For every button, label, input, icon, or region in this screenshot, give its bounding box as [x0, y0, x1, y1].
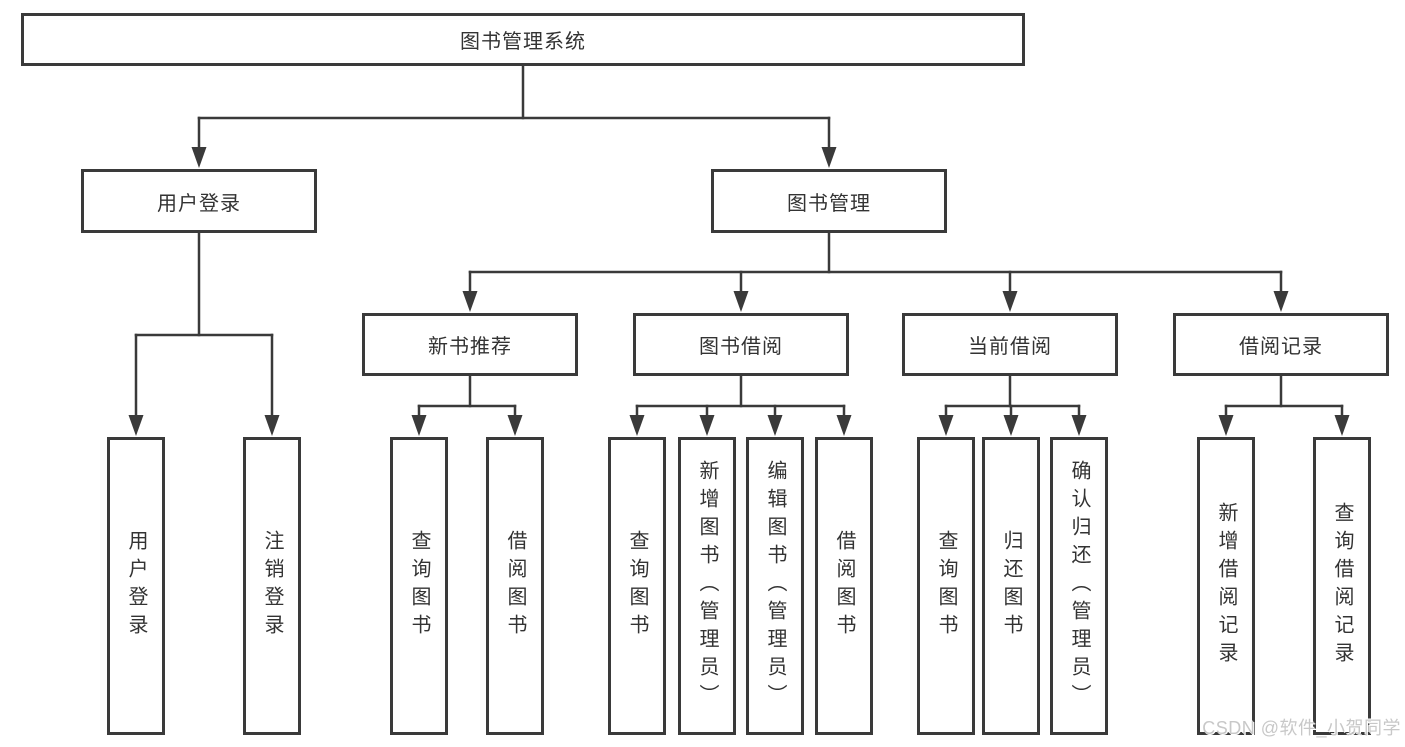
leaf-borrow-books-recommend-label: 借阅图书 [504, 530, 526, 642]
leaf-query-books-recommend: 查询图书 [390, 437, 448, 735]
node-book-management: 图书管理 [711, 169, 947, 233]
leaf-confirm-return-admin-label: 确认归还（管理员） [1068, 460, 1090, 712]
node-user-login-label: 用户登录 [157, 192, 241, 215]
leaf-logout: 注销登录 [243, 437, 301, 735]
leaf-return-books-label: 归还图书 [1000, 530, 1022, 642]
leaf-add-borrow-record-label: 新增借阅记录 [1215, 502, 1237, 670]
node-user-login: 用户登录 [81, 169, 317, 233]
node-current-borrowing-label: 当前借阅 [968, 336, 1052, 358]
node-borrowing-records: 借阅记录 [1173, 313, 1389, 376]
leaf-borrow-books-borrowing-label: 借阅图书 [833, 530, 855, 642]
leaf-query-borrow-record-label: 查询借阅记录 [1331, 502, 1353, 670]
leaf-return-books: 归还图书 [982, 437, 1040, 735]
leaf-user-login-label: 用户登录 [125, 530, 147, 642]
leaf-query-books-recommend-label: 查询图书 [408, 530, 430, 642]
node-library-management-system-label: 图书管理系统 [460, 31, 586, 53]
leaf-user-login: 用户登录 [107, 437, 165, 735]
leaf-query-books-borrowing: 查询图书 [608, 437, 666, 735]
leaf-borrow-books-borrowing: 借阅图书 [815, 437, 873, 735]
leaf-query-books-borrowing-label: 查询图书 [626, 530, 648, 642]
leaf-add-books-admin-label: 新增图书（管理员） [696, 460, 718, 712]
node-book-management-label: 图书管理 [787, 192, 871, 215]
node-borrowing-records-label: 借阅记录 [1239, 336, 1323, 358]
csdn-watermark: CSDN @软件_小贺同学 [1202, 718, 1401, 738]
leaf-logout-label: 注销登录 [261, 530, 283, 642]
node-current-borrowing: 当前借阅 [902, 313, 1118, 376]
leaf-add-borrow-record: 新增借阅记录 [1197, 437, 1255, 735]
node-new-book-recommendation-label: 新书推荐 [428, 336, 512, 358]
leaf-query-books-current-label: 查询图书 [935, 530, 957, 642]
node-library-management-system: 图书管理系统 [21, 13, 1025, 66]
node-new-book-recommendation: 新书推荐 [362, 313, 578, 376]
leaf-edit-books-admin: 编辑图书（管理员） [746, 437, 804, 735]
leaf-query-borrow-record: 查询借阅记录 [1313, 437, 1371, 735]
leaf-edit-books-admin-label: 编辑图书（管理员） [764, 460, 786, 712]
node-book-borrowing-label: 图书借阅 [699, 336, 783, 358]
leaf-add-books-admin: 新增图书（管理员） [678, 437, 736, 735]
leaf-borrow-books-recommend: 借阅图书 [486, 437, 544, 735]
node-book-borrowing: 图书借阅 [633, 313, 849, 376]
leaf-query-books-current: 查询图书 [917, 437, 975, 735]
leaf-confirm-return-admin: 确认归还（管理员） [1050, 437, 1108, 735]
